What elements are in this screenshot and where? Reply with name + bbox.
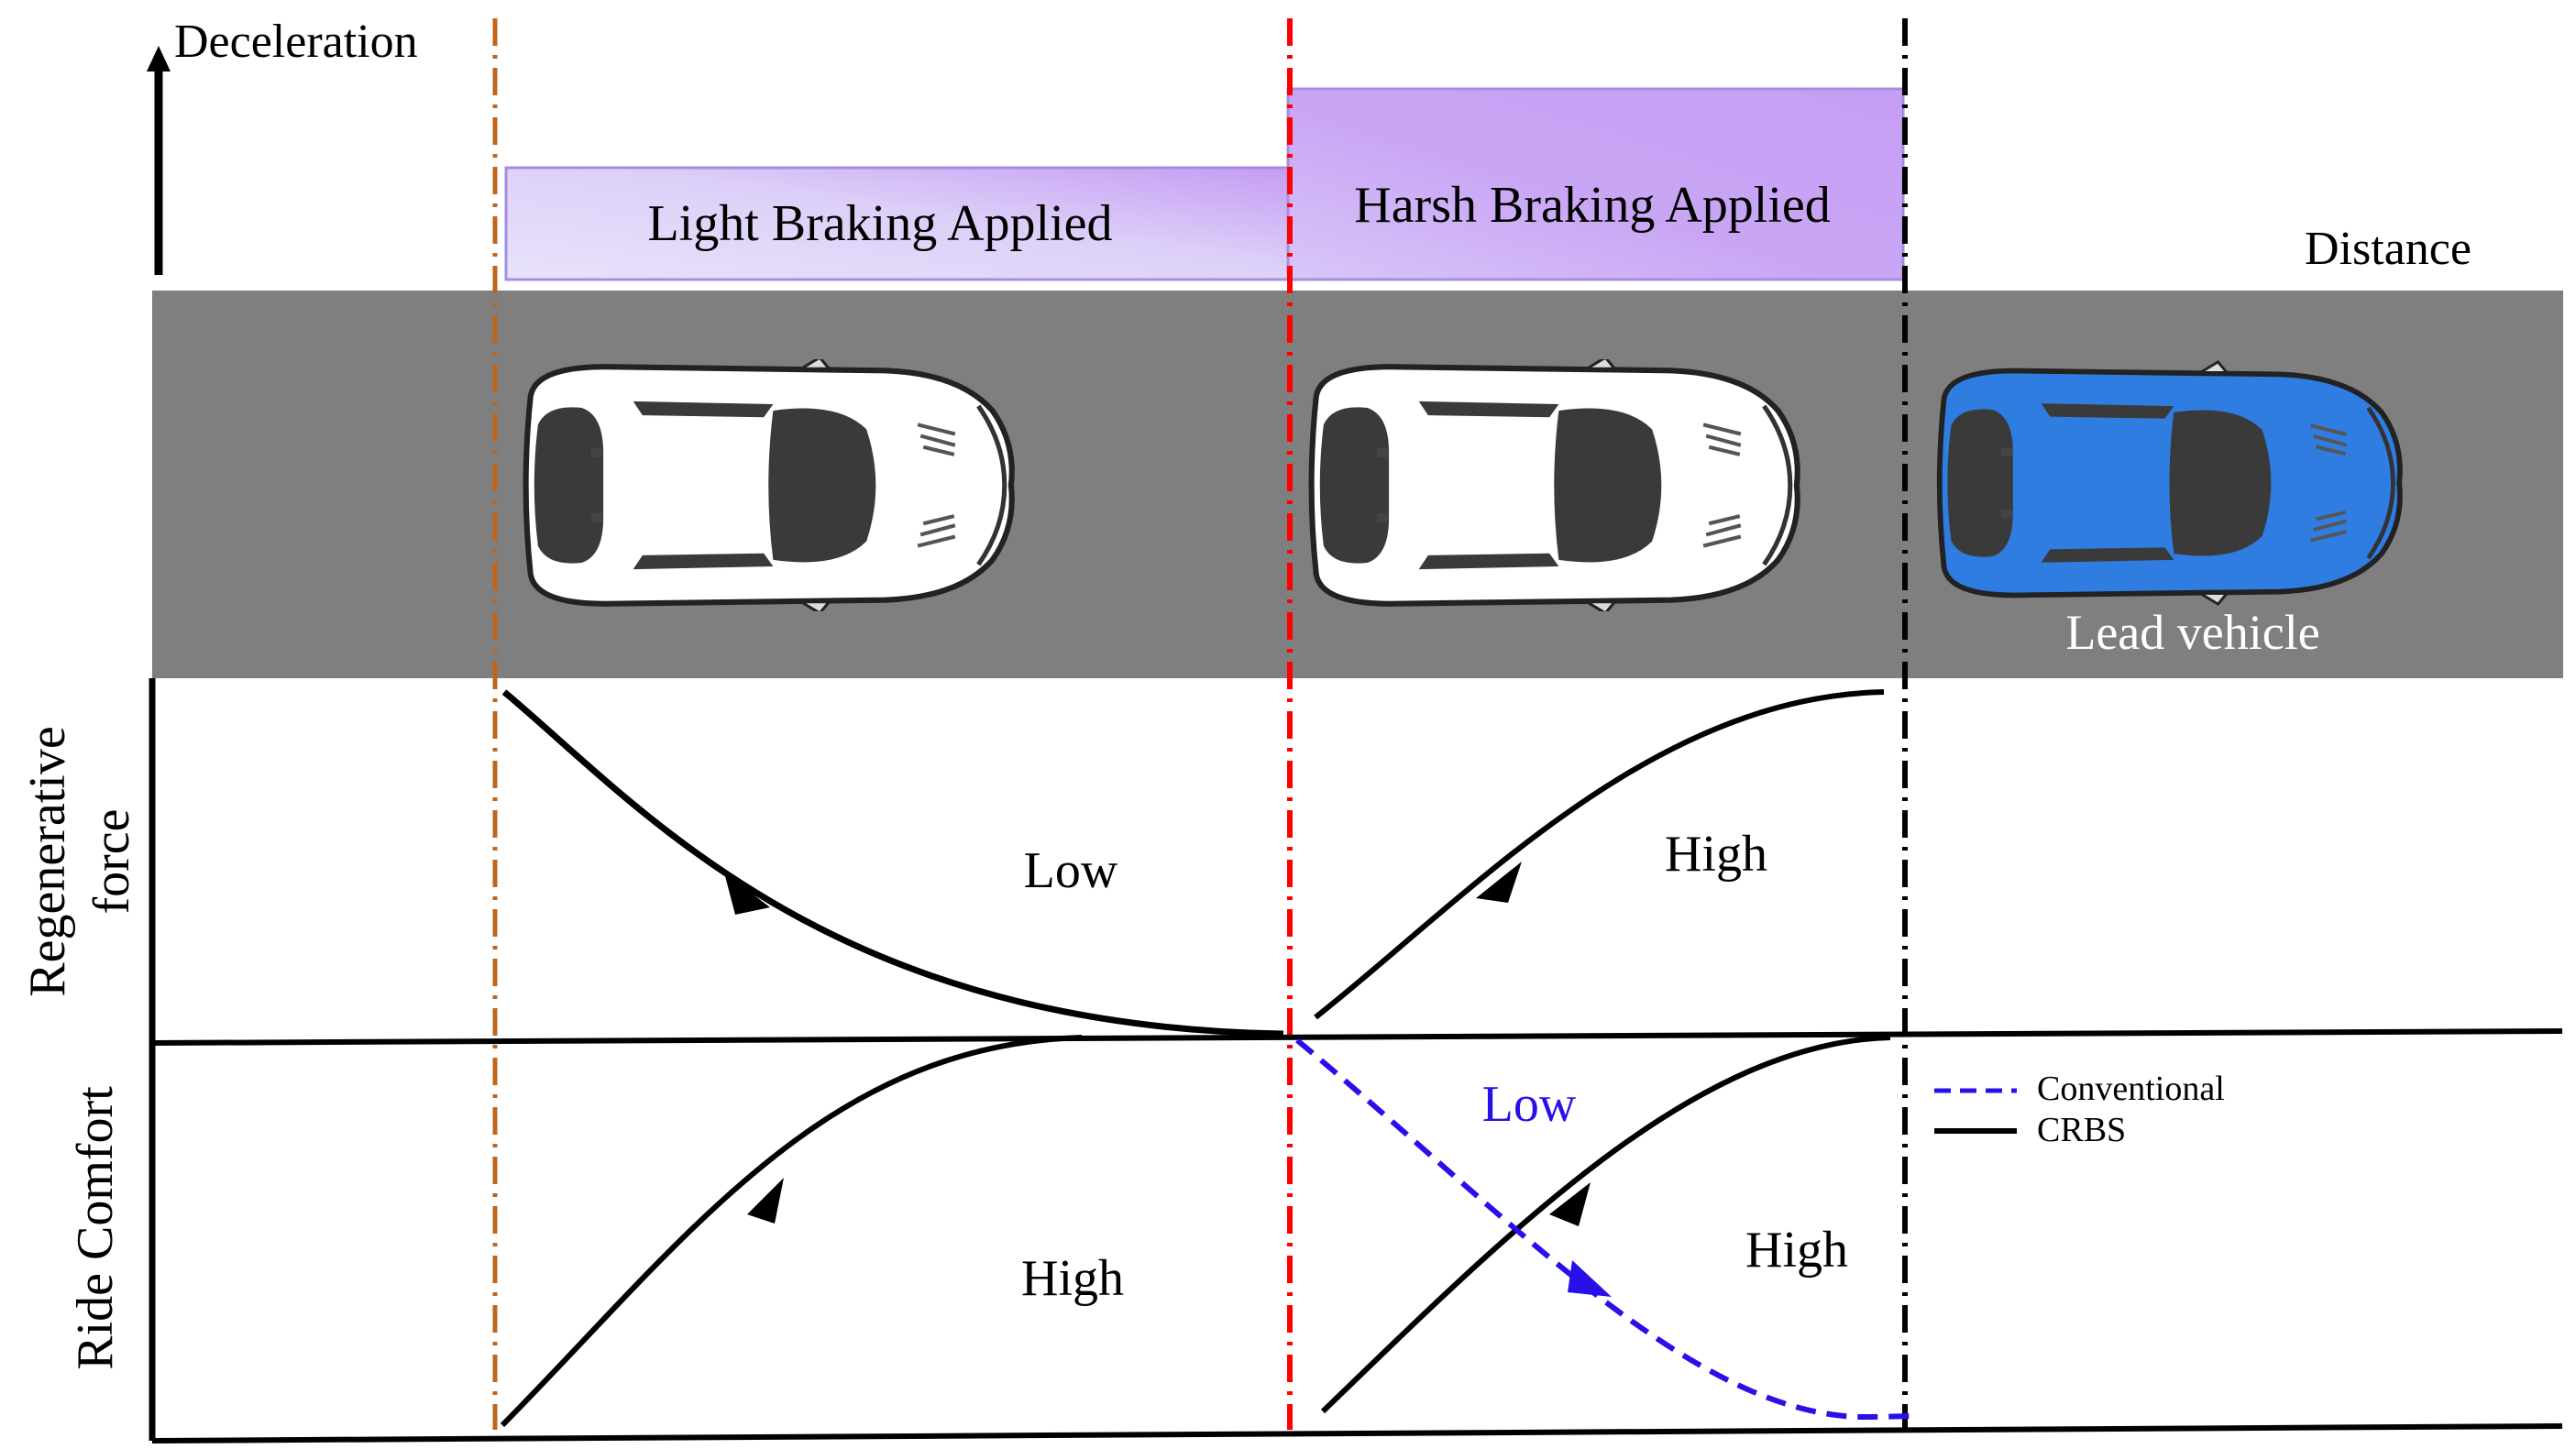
comfort-curve-crbs-harsh (1320, 1035, 1891, 1414)
legend: Conventional CRBS (1934, 1070, 2225, 1149)
regen-low-label: Low (1024, 842, 1118, 899)
bottom-baseline (151, 1423, 2563, 1444)
regen-curve-harsh (1314, 689, 1885, 1020)
comfort-curve-conventional (1295, 1037, 1917, 1421)
regen-axis-label-line1: Regenerative (19, 726, 76, 996)
deceleration-axis (147, 46, 171, 275)
comfort-curve-light-arrow (747, 1178, 784, 1224)
ego-vehicle-light-braking (526, 357, 1012, 613)
lead-vehicle-label: Lead vehicle (2065, 605, 2319, 660)
comfort-low-label-conventional: Low (1482, 1076, 1577, 1133)
harsh-braking-label: Harsh Braking Applied (1354, 177, 1830, 234)
regen-high-label: High (1665, 826, 1767, 883)
distance-label: Distance (2305, 223, 2471, 275)
regen-curve-light (501, 689, 1284, 1037)
regen-curve-light-arrow (724, 873, 770, 915)
regen-curve-harsh-arrow (1476, 862, 1522, 903)
deceleration-label: Deceleration (174, 16, 418, 68)
harsh-braking-bar (1286, 87, 1905, 281)
comfort-high-label-light: High (1021, 1250, 1124, 1307)
light-braking-label: Light Braking Applied (647, 195, 1112, 252)
comfort-curve-crbs-arrow (1549, 1182, 1591, 1226)
lead-vehicle (1940, 362, 2400, 604)
ride-comfort-axis-label: Ride Comfort (67, 1086, 124, 1370)
comfort-high-label-crbs: High (1745, 1222, 1848, 1279)
comfort-curve-conventional-arrow (1568, 1260, 1612, 1297)
ego-vehicle-harsh-braking (1312, 357, 1798, 613)
mid-baseline (151, 1028, 2563, 1046)
legend-crbs-label: CRBS (2037, 1111, 2126, 1149)
comfort-curve-light (500, 1035, 1083, 1428)
regen-axis-label-line2: force (83, 808, 140, 914)
legend-conventional-label: Conventional (2037, 1070, 2225, 1108)
